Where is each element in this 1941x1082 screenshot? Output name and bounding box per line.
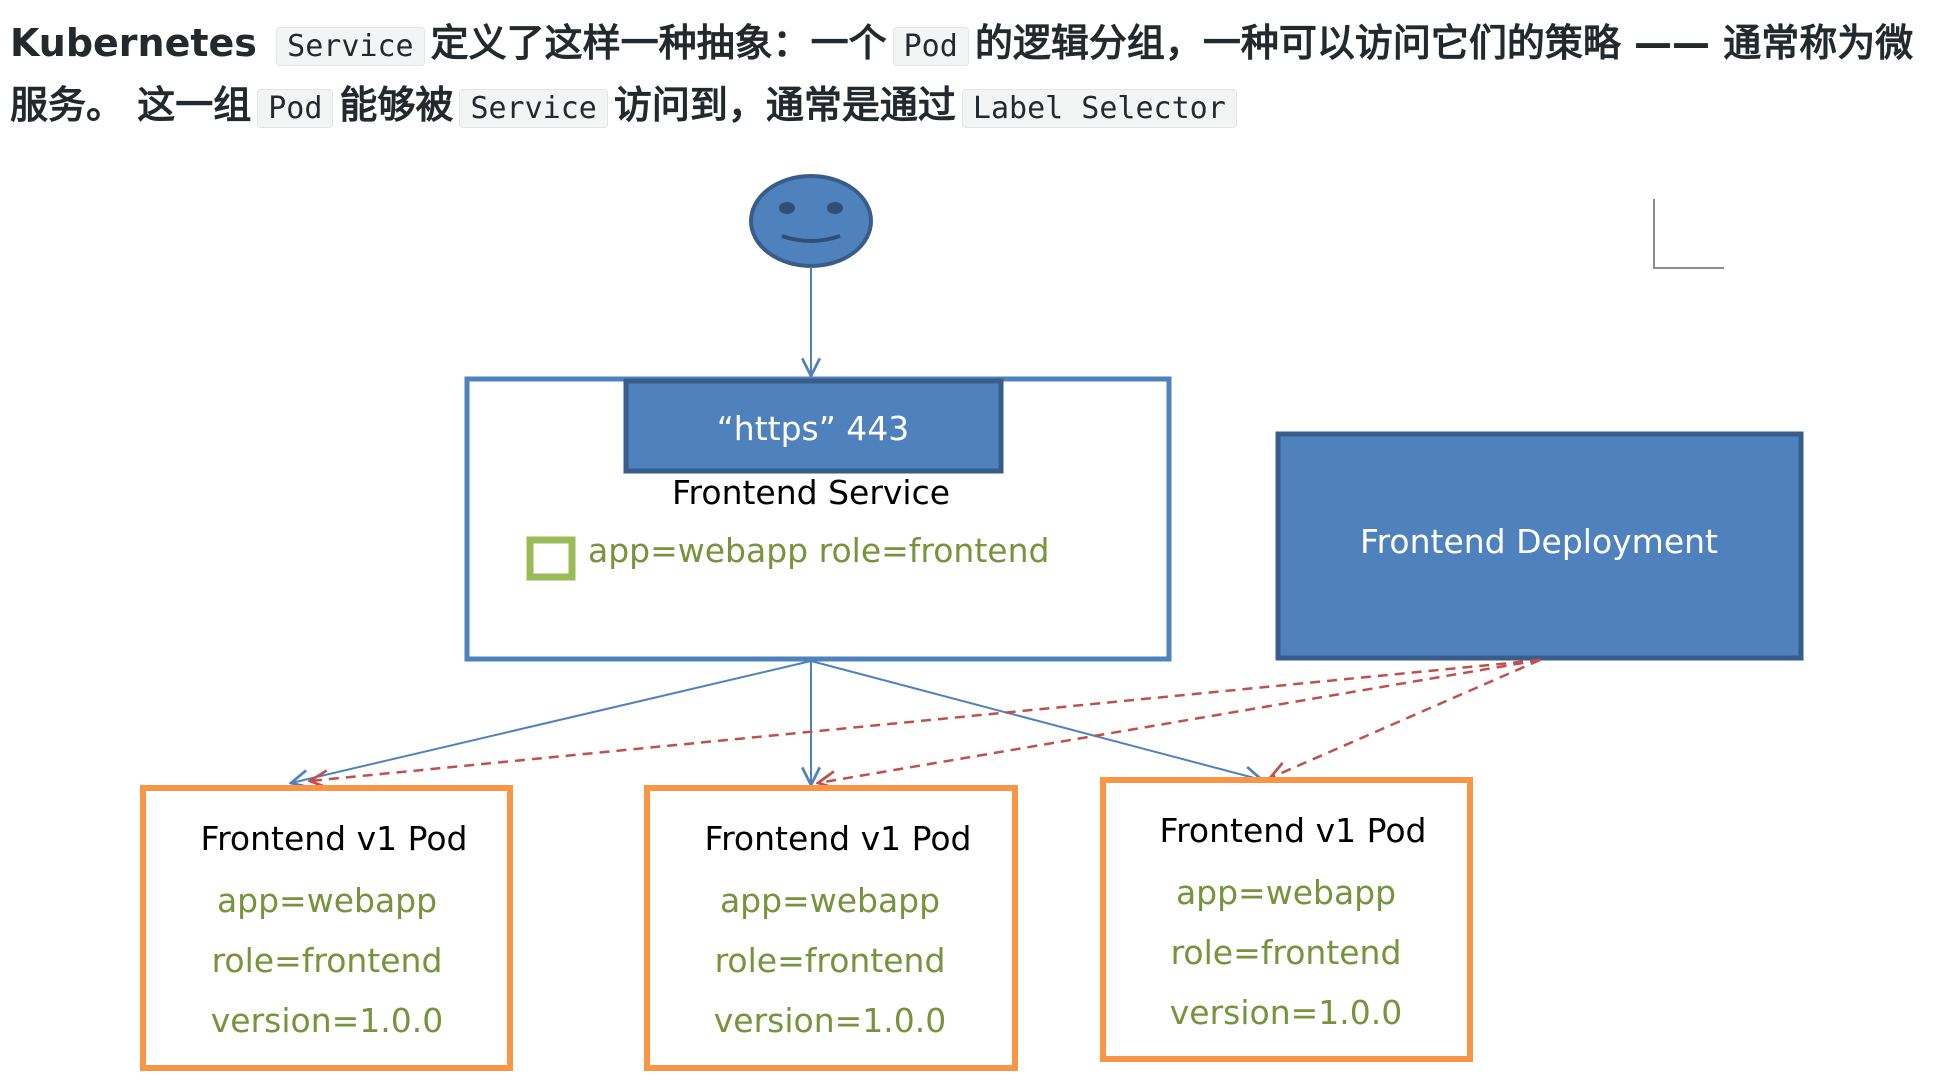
- pod-3-label-app: app=webapp: [1176, 873, 1396, 912]
- smiley-user-icon: [749, 174, 873, 268]
- pod-2: Frontend v1 Pod app=webapp role=frontend…: [644, 785, 1018, 1071]
- service-to-pod-1-arrow: [291, 660, 812, 783]
- code-service-2: Service: [459, 89, 608, 128]
- deployment-to-pod-1-arrow: [310, 658, 1541, 781]
- pod-3-label-version: version=1.0.0: [1170, 993, 1402, 1032]
- pod-3-box: [1100, 777, 1473, 1062]
- intro-text-1: Kubernetes: [10, 21, 257, 65]
- intro-text-2: 定义了这样一种抽象：一个: [430, 21, 887, 65]
- pod-3: Frontend v1 Pod app=webapp role=frontend…: [1100, 777, 1473, 1062]
- pod-3-title: Frontend v1 Pod: [1160, 811, 1427, 850]
- pod-2-title: Frontend v1 Pod: [705, 819, 972, 858]
- pod-3-label-role: role=frontend: [1171, 933, 1402, 972]
- intro-text-5: 访问到，通常是通过: [613, 83, 956, 127]
- deployment-name: Frontend Deployment: [1360, 522, 1718, 561]
- pod-2-label-version: version=1.0.0: [714, 1001, 946, 1040]
- code-pod: Pod: [892, 27, 969, 66]
- pod-1: Frontend v1 Pod app=webapp role=frontend…: [140, 785, 513, 1071]
- code-pod-2: Pod: [257, 89, 334, 128]
- intro-text-4: 能够被: [339, 83, 454, 127]
- port-label: “https” 443: [717, 409, 910, 448]
- pod-2-label-role: role=frontend: [715, 941, 946, 980]
- pod-1-label-role: role=frontend: [212, 941, 443, 980]
- deployment-box: [1275, 431, 1804, 661]
- pod-2-label-app: app=webapp: [720, 881, 940, 920]
- deployment-to-pod-3-arrow: [1270, 658, 1541, 778]
- service-to-pod-3-arrow: [810, 660, 1262, 780]
- pod-1-label-version: version=1.0.0: [211, 1001, 443, 1040]
- pod-1-label-app: app=webapp: [217, 881, 437, 920]
- service-name: Frontend Service: [672, 473, 950, 512]
- code-service: Service: [276, 27, 425, 66]
- port-header: [623, 378, 1004, 474]
- corner-mark: [1653, 199, 1724, 269]
- pod-1-box: [140, 785, 513, 1071]
- selector-icon: [526, 536, 576, 581]
- service-selector: app=webapp role=frontend: [588, 531, 1049, 570]
- pod-2-box: [644, 785, 1018, 1071]
- deployment-to-pod-2-arrow: [818, 658, 1541, 783]
- code-label-selector: Label Selector: [961, 89, 1237, 128]
- intro-text-3: 的逻辑分组，一种可以访问它们的策略 —— 通常称为微服务。 这一组: [10, 21, 1914, 127]
- pod-1-title: Frontend v1 Pod: [201, 819, 468, 858]
